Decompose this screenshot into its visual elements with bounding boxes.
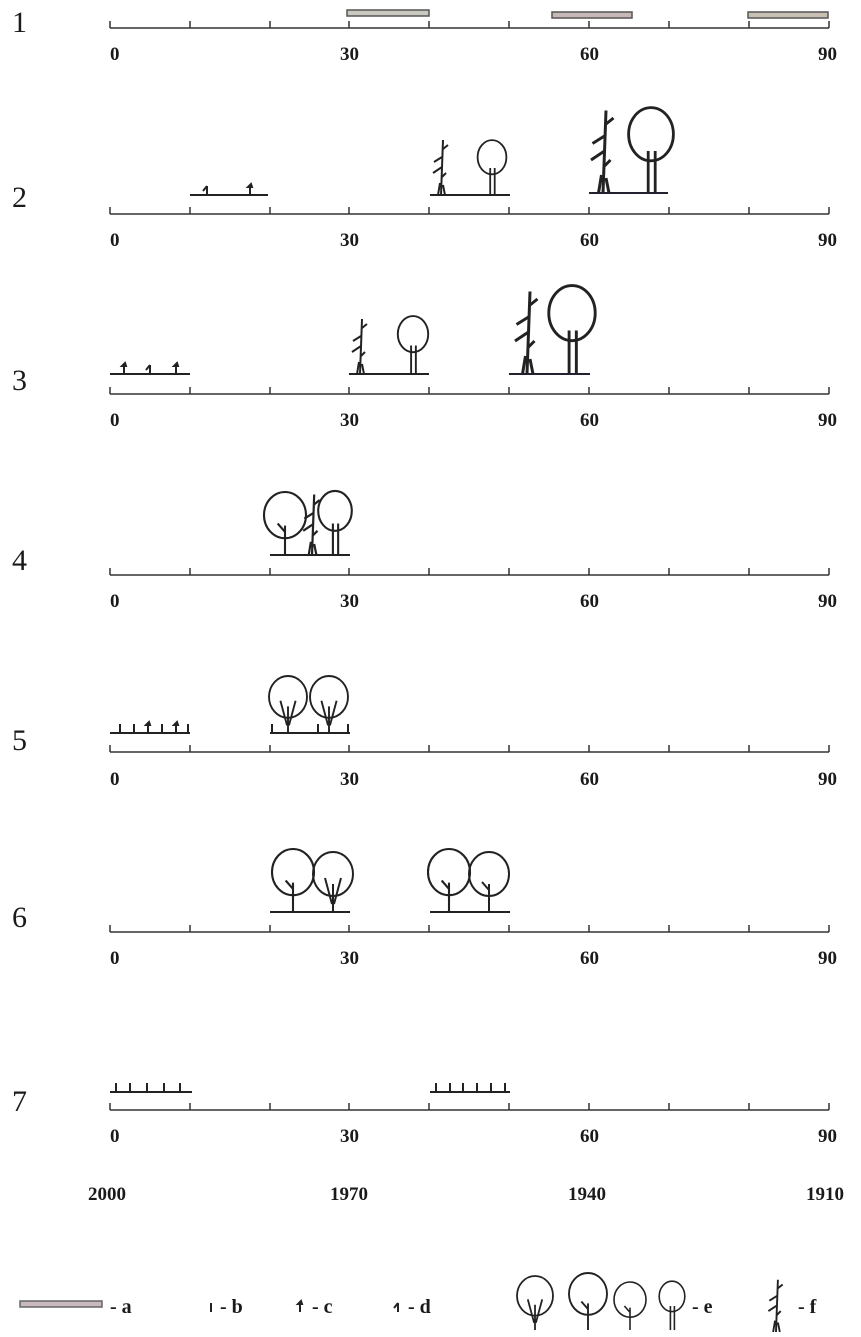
tick-label: 60 [580, 948, 599, 969]
year-label: 1970 [330, 1184, 368, 1205]
tick-label: 30 [340, 948, 359, 969]
tick-label: 0 [110, 591, 120, 612]
legend: - a - b - c - d - e - f [19, 1272, 817, 1333]
tick-label: 90 [818, 230, 837, 251]
year-label: 1910 [806, 1184, 844, 1205]
bar-a [346, 9, 430, 17]
tick-label: 60 [580, 1126, 599, 1147]
tick-label: 0 [110, 410, 120, 431]
tick-label: 60 [580, 230, 599, 251]
legend-label-b: - b [220, 1296, 243, 1318]
tick-label: 0 [110, 948, 120, 969]
tick-label: 0 [110, 1126, 120, 1147]
row-number: 1 [12, 6, 27, 39]
tick-label: 90 [818, 410, 837, 431]
year-label: 2000 [88, 1184, 126, 1205]
row-1: 1 0 30 60 90 [12, 6, 837, 65]
legend-label-d: - d [408, 1296, 431, 1318]
tick-label: 30 [340, 769, 359, 790]
row-number: 4 [12, 544, 27, 577]
legend-label-a: - a [110, 1296, 132, 1318]
year-labels: 2000 1970 1940 1910 [88, 1184, 844, 1205]
legend-sprout-c-icon [297, 1300, 303, 1313]
legend-label-e: - e [692, 1296, 713, 1318]
tick-label: 90 [818, 1126, 837, 1147]
tick-label: 0 [110, 769, 120, 790]
bar-a [551, 11, 633, 19]
row-7: 7 0 30 60 90 [12, 1082, 837, 1147]
tick-label: 90 [818, 44, 837, 65]
tick-label: 90 [818, 948, 837, 969]
row-4: 4 0 30 60 90 [12, 489, 837, 612]
row-number: 5 [12, 724, 27, 757]
row-5: 5 0 30 60 90 [12, 675, 837, 790]
tick-label: 30 [340, 1126, 359, 1147]
legend-label-c: - c [312, 1296, 333, 1318]
tick-label: 0 [110, 230, 120, 251]
tick-label: 30 [340, 230, 359, 251]
tick-label: 60 [580, 591, 599, 612]
row-6: 6 0 30 60 90 [12, 847, 837, 969]
bar-a [747, 11, 829, 19]
tick-label: 60 [580, 44, 599, 65]
tick-label: 90 [818, 591, 837, 612]
legend-conifer-icon [767, 1278, 784, 1333]
year-label: 1940 [568, 1184, 606, 1205]
row-2: 2 0 30 60 90 [12, 106, 837, 251]
tick-label: 30 [340, 410, 359, 431]
tick-label: 30 [340, 44, 359, 65]
row-number: 7 [12, 1085, 27, 1118]
row-number: 2 [12, 181, 27, 214]
legend-sprout-d-icon [393, 1302, 399, 1313]
row-number: 6 [12, 901, 27, 934]
tick-label: 30 [340, 591, 359, 612]
tick-label: 60 [580, 410, 599, 431]
legend-label-f: - f [798, 1296, 817, 1318]
legend-broadleaf-tree-icon [516, 1272, 686, 1331]
tick-label: 60 [580, 769, 599, 790]
tick-label: 90 [818, 769, 837, 790]
row-3: 3 0 30 60 90 [12, 284, 837, 431]
row-number: 3 [12, 364, 27, 397]
tick-label: 0 [110, 44, 120, 65]
legend-bar-icon [19, 1300, 103, 1308]
